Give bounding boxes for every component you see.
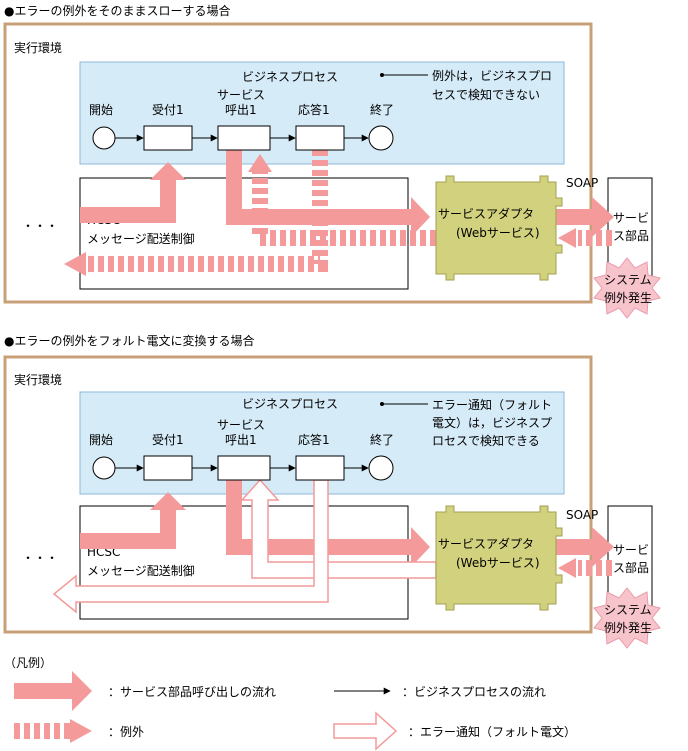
start-node [92, 126, 116, 150]
exception-arrow-to-invoke-head [248, 154, 272, 172]
error-notification-arrow-to-invoke [240, 478, 437, 579]
service-call-arrow-invoke [226, 478, 430, 567]
hcsc-line2: メッセージ配送制御 [87, 563, 195, 578]
node-label-invoke-line1: サービス [217, 88, 265, 102]
exception-arrow-to-client-shaft [88, 150, 328, 272]
legend-service-call-icon [14, 671, 92, 711]
node-label-invoke-line1: サービス [217, 418, 265, 432]
node-label-reply: 応答1 [298, 102, 330, 117]
start-node [92, 456, 116, 480]
note-line2: 電文）は，ビジネスプ [432, 415, 552, 430]
exception-arrow-to-client-head [64, 252, 86, 276]
adapter-line1: サービスアダプタ [438, 206, 534, 221]
legend-title: （凡例） [4, 656, 52, 670]
legend-service-call-label: ：サービス部品呼び出しの流れ [108, 684, 276, 699]
business-process-title: ビジネスプロセス [242, 397, 338, 411]
section-throw-exception: ●エラーの例外をそのままスローする場合 実行環境 ビジネスプロセス 例外は，ビジ… [3, 3, 661, 319]
execution-environment-label: 実行環境 [14, 372, 62, 387]
note-line2: セスで検知できない [432, 88, 540, 102]
exception-arrow-from-service-head [558, 228, 576, 248]
exception-arrow-from-service-head [558, 558, 576, 578]
ellipsis: ・・・ [22, 551, 58, 565]
legend: （凡例） ：サービス部品呼び出しの流れ ：ビジネスプロセスの流れ ：例外 ：エラ… [4, 656, 576, 751]
receive-activity [143, 455, 193, 481]
adapter-line1: サービスアダプタ [438, 536, 534, 551]
adapter-line2: (Webサービス) [456, 556, 540, 570]
node-label-end: 終了 [370, 102, 394, 117]
reply-activity [295, 455, 345, 481]
invoke-activity [217, 125, 271, 151]
note-line3: ロセスで検知できる [432, 434, 540, 448]
legend-error-notification-label: ：エラー通知（フォルト電文） [408, 724, 576, 739]
note-line1: 例外は，ビジネスプロ [432, 69, 552, 83]
service-adapter-box [435, 175, 563, 281]
service-call-arrow-invoke [226, 148, 430, 237]
end-node [368, 125, 394, 151]
node-label-start: 開始 [89, 433, 113, 447]
exception-line2: 例外発生 [604, 621, 652, 635]
note-line1: エラー通知（フォルト [432, 398, 552, 412]
section2-title: ●エラーの例外をフォルト電文に変換する場合 [4, 333, 254, 348]
service-line2: ス部品 [613, 228, 649, 243]
receive-activity [143, 125, 193, 151]
hcsc-line2: メッセージ配送制御 [87, 231, 195, 246]
system-exception-burst [593, 587, 661, 649]
execution-environment-frame [3, 355, 593, 634]
soap-label: SOAP [566, 176, 598, 190]
legend-bp-flow-label: ：ビジネスプロセスの流れ [402, 685, 546, 699]
section-convert-to-fault: ●エラーの例外をフォルト電文に変換する場合 実行環境 ビジネスプロセス エラー通… [3, 333, 661, 649]
service-call-arrow-soap [556, 197, 614, 237]
exception-arrow-to-invoke-shaft [252, 172, 436, 246]
execution-environment-frame [3, 22, 593, 304]
service-call-arrow-receive [80, 162, 186, 223]
exception-line1: システム [604, 273, 652, 287]
node-label-receive: 受付1 [152, 103, 184, 117]
service-line1: サービ [613, 543, 649, 557]
system-exception-burst [593, 257, 661, 319]
legend-error-notification-icon [333, 711, 398, 751]
section1-title: ●エラーの例外をそのままスローする場合 [4, 3, 230, 18]
invoke-activity [217, 455, 271, 481]
node-label-invoke-line2: 呼出1 [225, 433, 257, 447]
node-label-end: 終了 [370, 432, 394, 447]
adapter-line2: (Webサービス) [456, 226, 540, 240]
legend-exception-icon-head [70, 719, 92, 743]
service-line2: ス部品 [613, 560, 649, 575]
ellipsis: ・・・ [22, 219, 58, 233]
error-notification-arrow-to-client [52, 479, 329, 614]
service-line1: サービ [613, 211, 649, 225]
service-call-arrow-receive [80, 492, 186, 549]
soap-label: SOAP [566, 508, 598, 522]
exception-line2: 例外発生 [604, 291, 652, 305]
reply-activity [295, 125, 345, 151]
service-call-arrow-soap [556, 527, 614, 567]
end-node [368, 455, 394, 481]
node-label-start: 開始 [89, 103, 113, 117]
exception-line1: システム [604, 603, 652, 617]
business-process-title: ビジネスプロセス [242, 70, 338, 84]
service-adapter-box [435, 505, 563, 611]
execution-environment-label: 実行環境 [14, 40, 62, 55]
node-label-invoke-line2: 呼出1 [225, 103, 257, 117]
node-label-receive: 受付1 [152, 433, 184, 447]
legend-exception-label: ：例外 [108, 725, 144, 739]
node-label-reply: 応答1 [298, 432, 330, 447]
